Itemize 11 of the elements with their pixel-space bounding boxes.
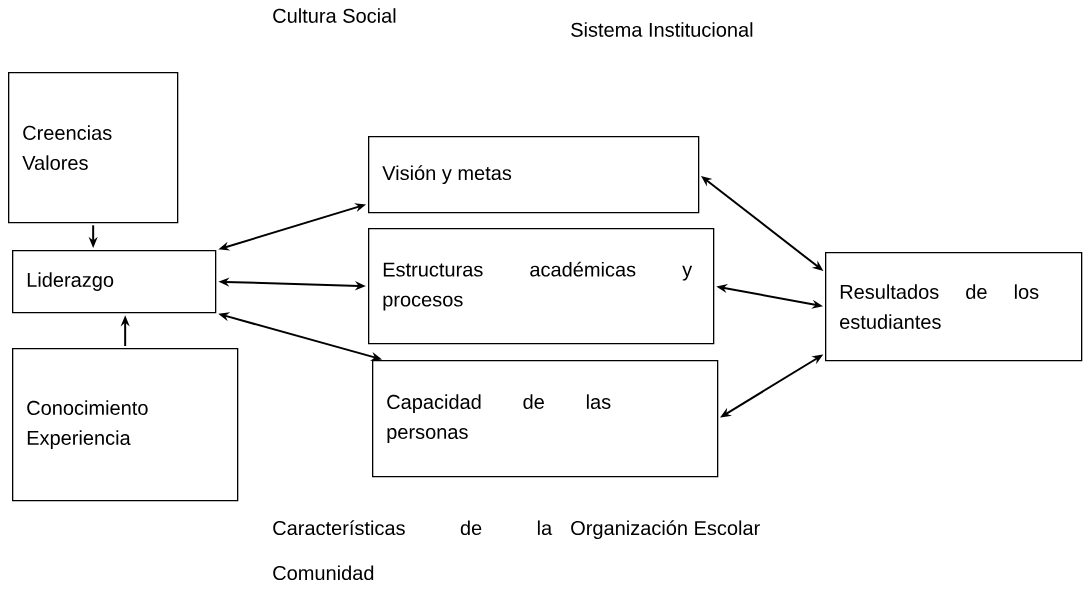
- text-box: Liderazgo: [12, 250, 217, 314]
- text-box: Creencias Valores: [8, 72, 179, 224]
- text-box: Resultados de los estudiantes: [825, 252, 1083, 362]
- heading-label: Organización Escolar: [571, 520, 760, 540]
- text-box: Conocimiento Experiencia: [12, 348, 239, 502]
- text-box: Capacidad de las personas: [372, 360, 719, 478]
- heading-label: Cultura Social: [273, 8, 396, 23]
- heading-label: Sistema Institucional: [571, 22, 753, 37]
- text-box: Estructuras académicas y procesos: [368, 228, 715, 345]
- text-box: Visión y metas: [368, 136, 700, 214]
- heading-label: Características de la Comunidad: [273, 520, 553, 581]
